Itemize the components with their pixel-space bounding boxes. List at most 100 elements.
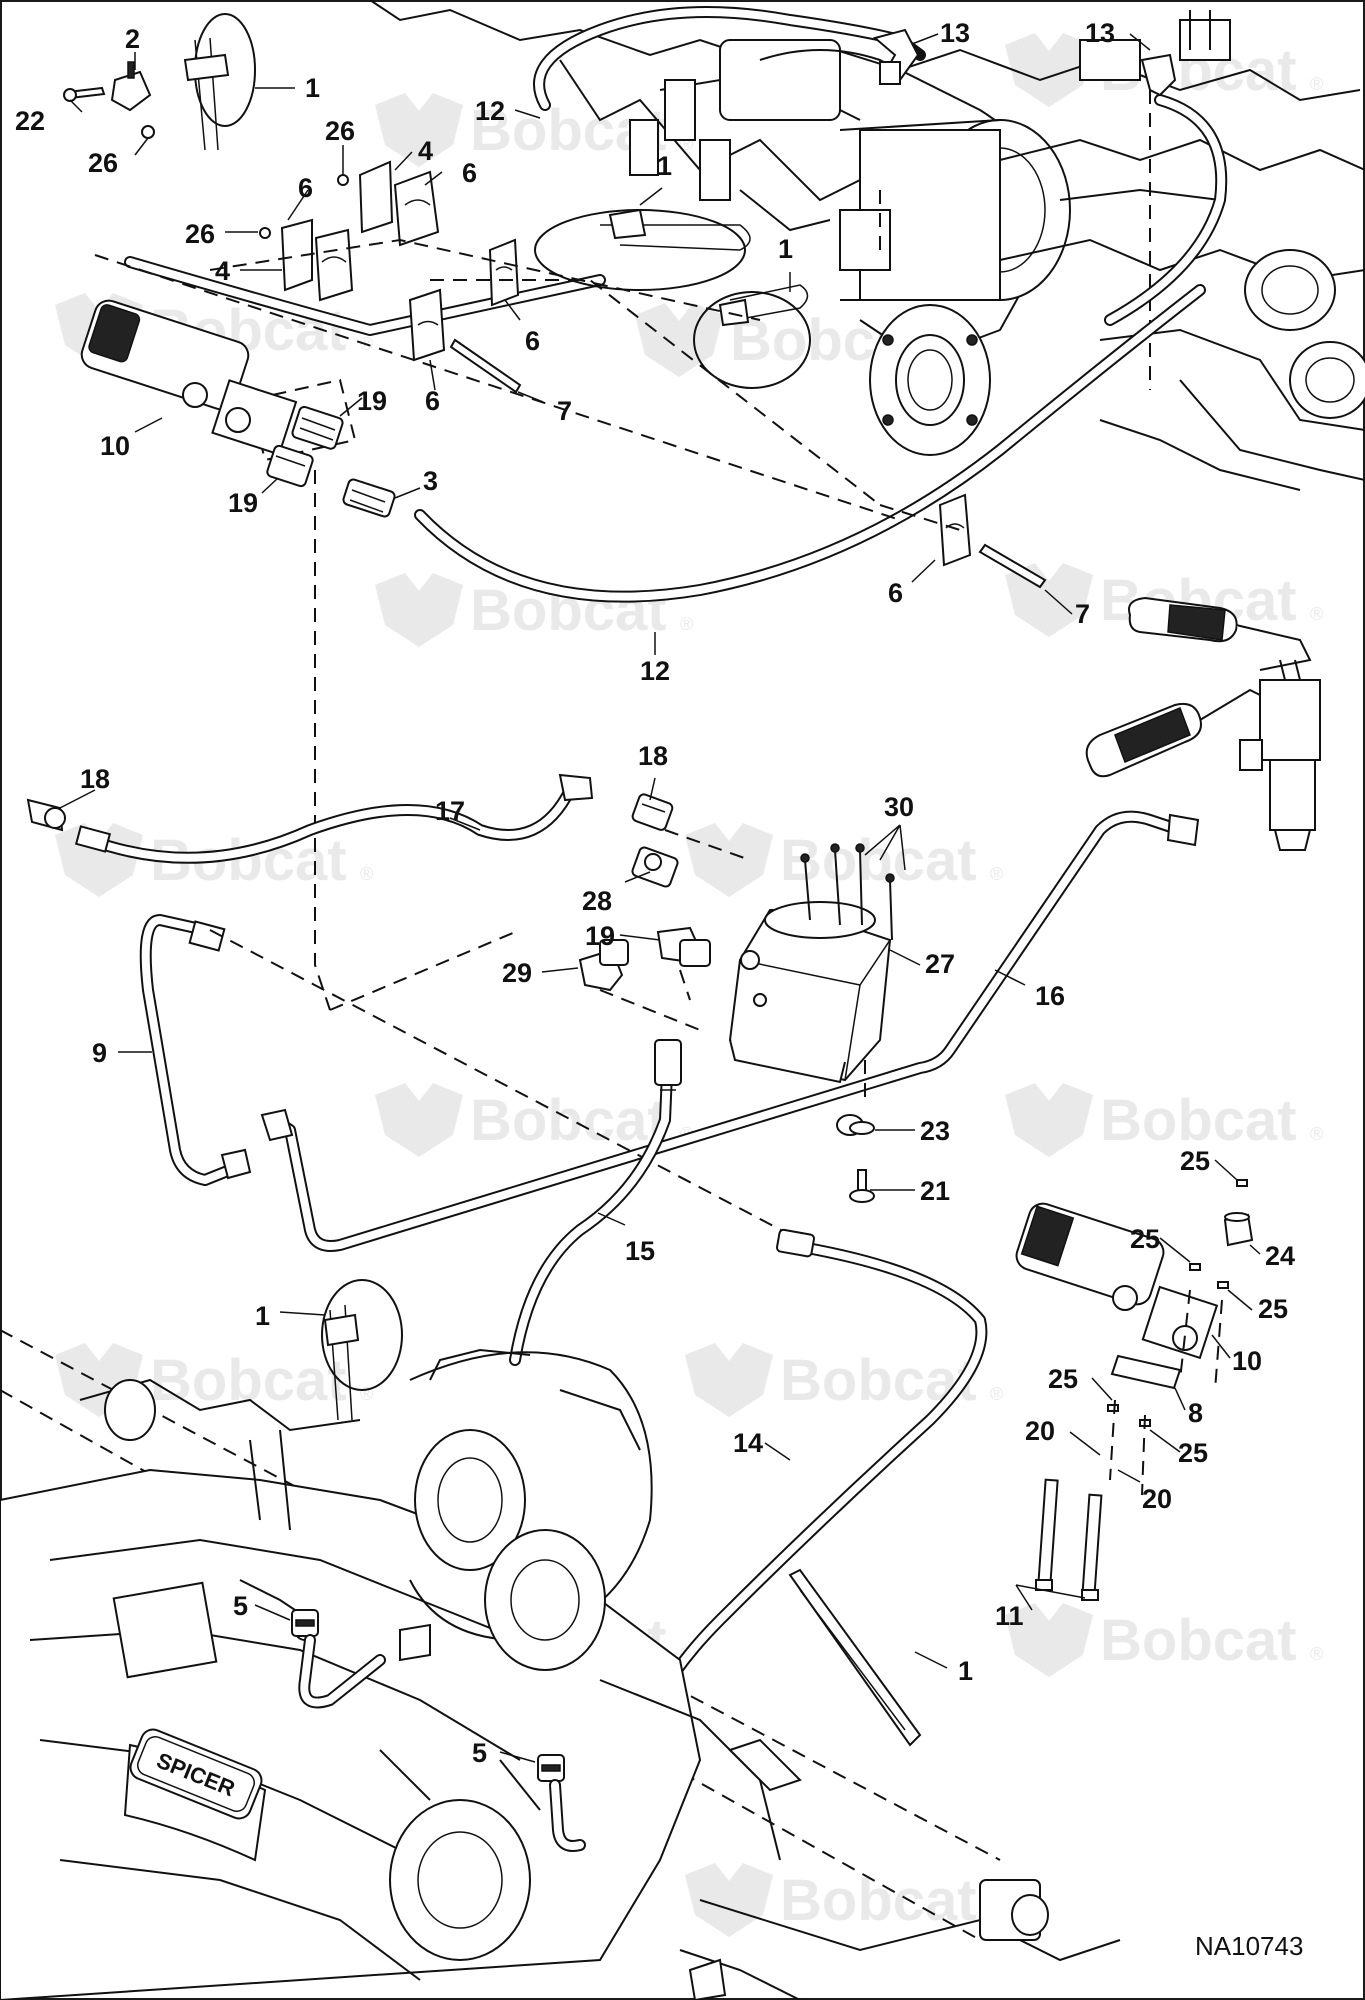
watermark-logo-icon [1005,1083,1093,1157]
callout-9: 9 [92,1038,107,1068]
clamp-block-6-a [488,238,520,307]
callout-19: 19 [585,921,615,951]
watermark-registered-mark: ® [360,864,373,884]
callout-4: 4 [215,256,230,286]
elbow-23 [836,1114,875,1136]
watermark-registered-mark: ® [990,864,1003,884]
callout-3: 3 [423,466,438,496]
callout-6: 6 [298,173,313,203]
callout-29: 29 [502,958,532,988]
watermark-logo-icon [685,823,773,897]
callout-7: 7 [1075,599,1090,629]
clamp-block-6-b [408,288,522,394]
callout-26: 26 [185,219,215,249]
callout-25: 25 [1048,1364,1078,1394]
callout-18: 18 [638,741,668,771]
callout-10: 10 [1232,1346,1262,1376]
watermark-logo-icon [375,573,463,647]
fitting-19-lower [266,444,314,488]
callout-5: 5 [233,1591,248,1621]
fitting-5-left [291,1609,386,1709]
fitting-29 [578,939,629,992]
callout-6: 6 [425,386,440,416]
fitting-hose-lower [399,1623,431,1662]
callout-16: 16 [1035,981,1065,1011]
callout-17: 17 [435,796,465,826]
watermark-brand: Bobcat [1100,1088,1297,1153]
callout-20: 20 [1142,1484,1172,1514]
plate-8 [1110,1354,1182,1390]
callout-2: 2 [125,24,140,54]
fitting-5-right [537,1754,586,1852]
lower-axle-illustration [0,1329,1121,2000]
clamp-2-assembly [63,61,155,139]
tube-16 [260,810,1200,1252]
watermark-logo-icon [375,1083,463,1157]
clamp-block-4-lower [259,218,354,302]
upper-chassis-illustration [369,0,1365,491]
watermark-brand: Bobcat [1100,1608,1297,1673]
valve-10-upper [80,299,298,456]
callout-25: 25 [1180,1146,1210,1176]
callout-18: 18 [80,764,110,794]
callout-19: 19 [228,488,258,518]
dashed-leaders-upper [94,238,961,1011]
callout-8: 8 [1188,1398,1203,1428]
tube-9 [139,914,252,1186]
callout-leader-lines [59,33,1261,1763]
callout-25: 25 [1178,1438,1208,1468]
callout-1: 1 [958,1656,973,1686]
callout-numbers: 1 2 22 26 12 13 13 26 4 6 1 6 26 4 1 6 6… [15,18,1295,1768]
callout-25: 25 [1258,1294,1288,1324]
callout-4: 4 [418,136,433,166]
watermark-brand: Bobcat [780,1868,977,1933]
drawing-id-label: NA10743 [1195,1931,1303,1961]
watermark-registered-mark: ® [1310,74,1323,94]
watermark-logo-icon [1005,563,1093,637]
callout-22: 22 [15,106,45,136]
callout-13: 13 [940,18,970,48]
watermark-brand: Bobcat [780,828,977,893]
steering-handle-assembly [1085,596,1321,851]
watermark-logo-icon [685,1863,773,1937]
callout-7: 7 [557,396,572,426]
fitting-18-right [558,773,674,831]
callout-19: 19 [357,386,387,416]
callout-11: 11 [995,1601,1024,1631]
valve-10-lower [1015,1202,1219,1360]
watermark-registered-mark: ® [1310,604,1323,624]
fitting-19-upper [291,405,344,450]
spicer-logo-plate: SPICER [129,1728,263,1820]
callout-15: 15 [625,1236,655,1266]
hose-17 [84,784,576,864]
fitting-18-left [26,798,112,853]
fitting-3 [342,478,396,518]
bolt-set-20-11 [1035,1289,1223,1601]
watermark-logo-icon [1005,33,1093,107]
watermark-logo-icon [685,1343,773,1417]
callout-12: 12 [475,96,505,126]
callout-27: 27 [925,949,955,979]
spacer-24 [1223,1212,1254,1247]
watermark-registered-mark: ® [1310,1644,1323,1664]
callout-26: 26 [88,148,118,178]
hose-15 [509,1039,682,1366]
callout-23: 23 [920,1116,950,1146]
callout-1: 1 [255,1301,270,1331]
watermark-logo-icon [1005,1603,1093,1677]
watermark-registered-mark: ® [990,1384,1003,1404]
fitting-28 [631,846,679,888]
watermark-registered-mark: ® [1310,1124,1323,1144]
cable-tie-1-right [693,284,811,389]
hose-12-lower [124,256,1206,603]
cable-tie-1-top [183,13,256,151]
callout-24: 24 [1265,1241,1295,1271]
watermark-logo-icon [635,303,723,377]
callout-5: 5 [472,1738,487,1768]
cable-tie-1-bottom [788,1568,922,1747]
callout-21: 21 [920,1176,950,1206]
callout-6: 6 [888,578,903,608]
callout-13: 13 [1085,18,1115,48]
